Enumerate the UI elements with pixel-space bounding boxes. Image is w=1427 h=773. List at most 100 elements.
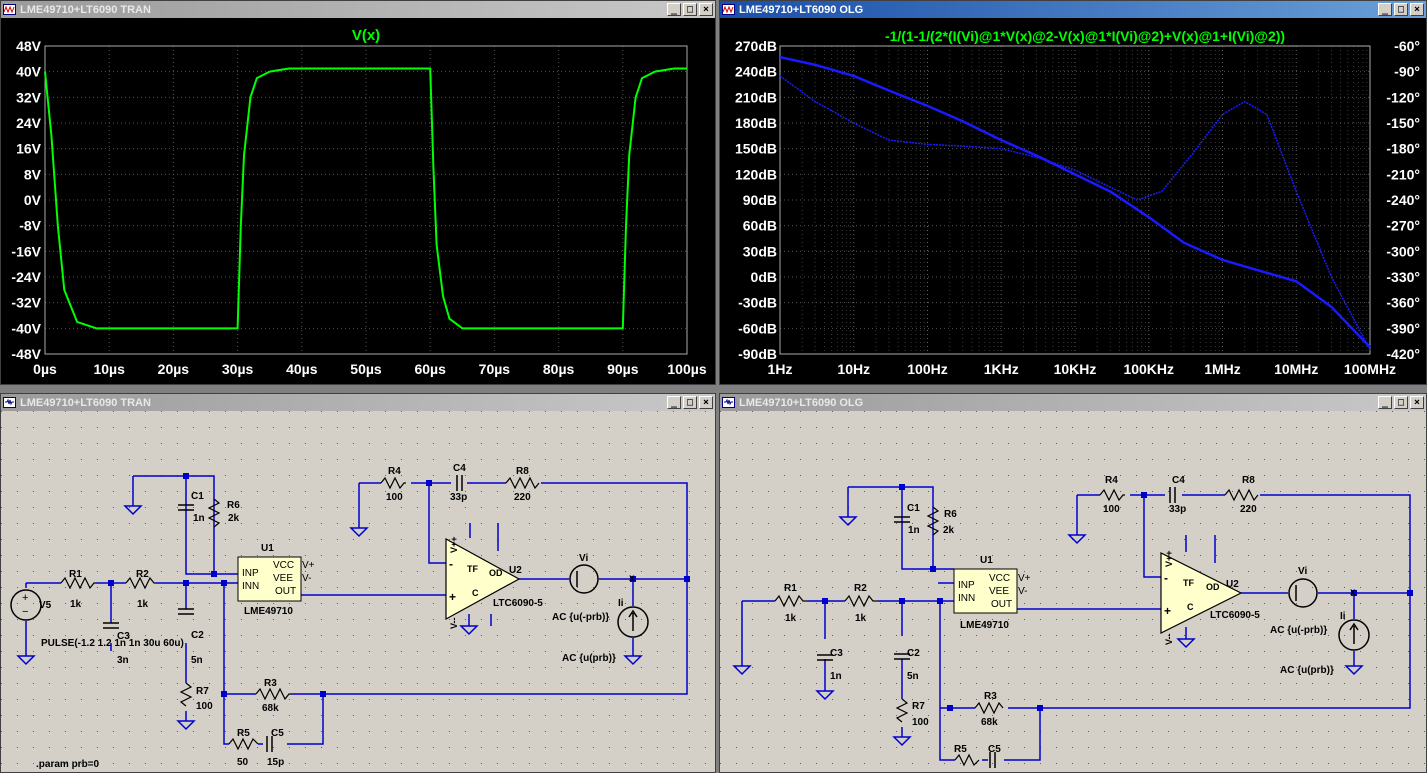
capacitor-symbols — [103, 475, 463, 752]
tran-y-tick: -32V — [11, 295, 41, 311]
minimize-button[interactable]: _ — [667, 396, 681, 409]
olg-x-tick: 10KHz — [1054, 361, 1097, 377]
svg-text:33p: 33p — [1169, 504, 1186, 515]
olg-plot-area[interactable]: 270dB240dB210dB180dB150dB120dB90dB60dB30… — [720, 18, 1426, 384]
ground-symbols — [16, 505, 643, 731]
olg-trace-magnitude[interactable] — [779, 55, 1371, 349]
svg-text:R4: R4 — [388, 466, 401, 477]
olg-y-right-tick: -420° — [1386, 346, 1420, 362]
u2-pin-vpp: V++ — [449, 536, 459, 553]
olg-schematic-titlebar[interactable]: LME49710+LT6090 OLG _ □ × — [720, 394, 1426, 411]
svg-text:1k: 1k — [137, 599, 149, 610]
close-button[interactable]: × — [699, 396, 713, 409]
junctions — [108, 473, 690, 697]
svg-text:R2: R2 — [136, 569, 149, 580]
maximize-button[interactable]: □ — [1394, 3, 1408, 16]
olg-trace-phase[interactable] — [779, 75, 1371, 351]
svg-text:R5: R5 — [954, 744, 967, 755]
ii-source[interactable] — [617, 606, 649, 638]
maximize-button[interactable]: □ — [683, 3, 697, 16]
olg-y-right-tick: -120° — [1386, 89, 1420, 105]
window-title: LME49710+LT6090 TRAN — [20, 396, 151, 409]
svg-text:U1: U1 — [980, 555, 993, 566]
u1-opamp[interactable]: INP INN VCC VEE OUT V+ V- — [953, 568, 1031, 614]
window-title: LME49710+LT6090 OLG — [739, 396, 864, 409]
minimize-button[interactable]: _ — [1378, 3, 1392, 16]
olg-plot-titlebar[interactable]: LME49710+LT6090 OLG _ □ × — [720, 1, 1426, 18]
svg-text:R3: R3 — [264, 678, 277, 689]
close-button[interactable]: × — [699, 3, 713, 16]
svg-text:R8: R8 — [1242, 475, 1255, 486]
grid-dots — [1, 411, 715, 772]
svg-text:R5: R5 — [237, 728, 250, 739]
olg-y-left-tick: 210dB — [735, 89, 777, 105]
svg-text:Ii: Ii — [618, 598, 624, 609]
svg-text:C5: C5 — [988, 744, 1001, 755]
tran-schematic-canvas[interactable]: + − INP INN VCC VEE OUT V+ V- — [1, 411, 715, 772]
u2-opamp[interactable]: - + TF OD C V++ V-- — [445, 536, 521, 629]
u2-pin-plus: + — [1164, 604, 1171, 618]
tran-schematic-window[interactable]: LME49710+LT6090 TRAN _ □ × — [0, 393, 716, 773]
u1-pin-vcc: VCC — [273, 560, 294, 571]
olg-y-right-tick: -150° — [1386, 115, 1420, 131]
svg-text:C3: C3 — [830, 648, 843, 659]
u2-pin-c: C — [472, 588, 479, 598]
tran-x-tick: 20µs — [158, 361, 190, 377]
schematic-app-icon — [722, 397, 735, 408]
tran-plot-titlebar[interactable]: LME49710+LT6090 TRAN _ □ × — [1, 1, 715, 18]
close-button[interactable]: × — [1410, 396, 1424, 409]
svg-text:C2: C2 — [907, 648, 920, 659]
svg-text:33p: 33p — [450, 492, 467, 503]
olg-x-tick: 10MHz — [1274, 361, 1318, 377]
maximize-button[interactable]: □ — [1394, 396, 1408, 409]
olg-y-left-tick: 120dB — [735, 166, 777, 182]
u1-pin-inn: INN — [242, 581, 259, 592]
minimize-button[interactable]: _ — [1378, 396, 1392, 409]
tran-x-tick: 30µs — [222, 361, 254, 377]
tran-plot-area[interactable]: 48V40V32V24V16V8V0V-8V-16V-24V-32V-40V-4… — [1, 18, 715, 384]
vi-source[interactable] — [569, 564, 599, 594]
olg-plot-frame — [779, 45, 1371, 355]
olg-schematic-window[interactable]: LME49710+LT6090 OLG _ □ × — [719, 393, 1427, 773]
olg-y-left-tick: -30dB — [738, 295, 777, 311]
u1-opamp[interactable]: INP INN VCC VEE OUT V+ V- — [237, 556, 315, 602]
ii-source[interactable] — [1338, 619, 1370, 651]
u1-pin-inp: INP — [242, 568, 259, 579]
svg-text:Vi: Vi — [1298, 566, 1307, 577]
capacitor-symbols — [817, 487, 1176, 768]
maximize-button[interactable]: □ — [683, 396, 697, 409]
svg-text:LTC6090-5: LTC6090-5 — [493, 598, 543, 609]
olg-y-right-tick: -90° — [1394, 64, 1420, 80]
grid-dots — [720, 411, 1426, 772]
svg-text:U1: U1 — [261, 543, 274, 554]
tran-trace-vx[interactable] — [44, 67, 687, 330]
olg-y-left-tick: 270dB — [735, 38, 777, 54]
olg-x-tick: 1Hz — [768, 361, 793, 377]
minimize-button[interactable]: _ — [667, 3, 681, 16]
svg-text:3n: 3n — [117, 655, 129, 666]
tran-x-tick: 80µs — [543, 361, 575, 377]
svg-text:1n: 1n — [830, 671, 842, 682]
tran-x-tick: 50µs — [350, 361, 382, 377]
vi-source[interactable] — [1288, 578, 1318, 608]
olg-schematic-canvas[interactable]: INP INN VCC VEE OUT V+ V- - + TF OD C V+… — [720, 411, 1426, 772]
olg-y-left-tick: 180dB — [735, 115, 777, 131]
tran-schematic-titlebar[interactable]: LME49710+LT6090 TRAN _ □ × — [1, 394, 715, 411]
close-button[interactable]: × — [1410, 3, 1424, 16]
olg-y-left-tick: 150dB — [735, 141, 777, 157]
svg-text:15p: 15p — [267, 757, 284, 768]
olg-x-tick: 1MHz — [1204, 361, 1241, 377]
svg-text:100: 100 — [912, 717, 929, 728]
v5-source[interactable]: + − — [10, 589, 42, 621]
u2-opamp[interactable]: - + TF OD C V++ V-- — [1160, 550, 1243, 645]
tran-x-tick: 70µs — [479, 361, 511, 377]
u1-pin-vee: VEE — [989, 586, 1009, 597]
tran-y-tick: 24V — [16, 115, 42, 131]
svg-text:R1: R1 — [69, 569, 82, 580]
olg-trace-label: -1/(1-1/(2*(I(Vi)@1*V(x)@2-V(x)@1*I(Vi)@… — [885, 28, 1285, 44]
olg-y-right-tick: -360° — [1386, 295, 1420, 311]
u2-pin-tf: TF — [467, 564, 478, 574]
svg-text:15p: 15p — [984, 771, 1001, 772]
